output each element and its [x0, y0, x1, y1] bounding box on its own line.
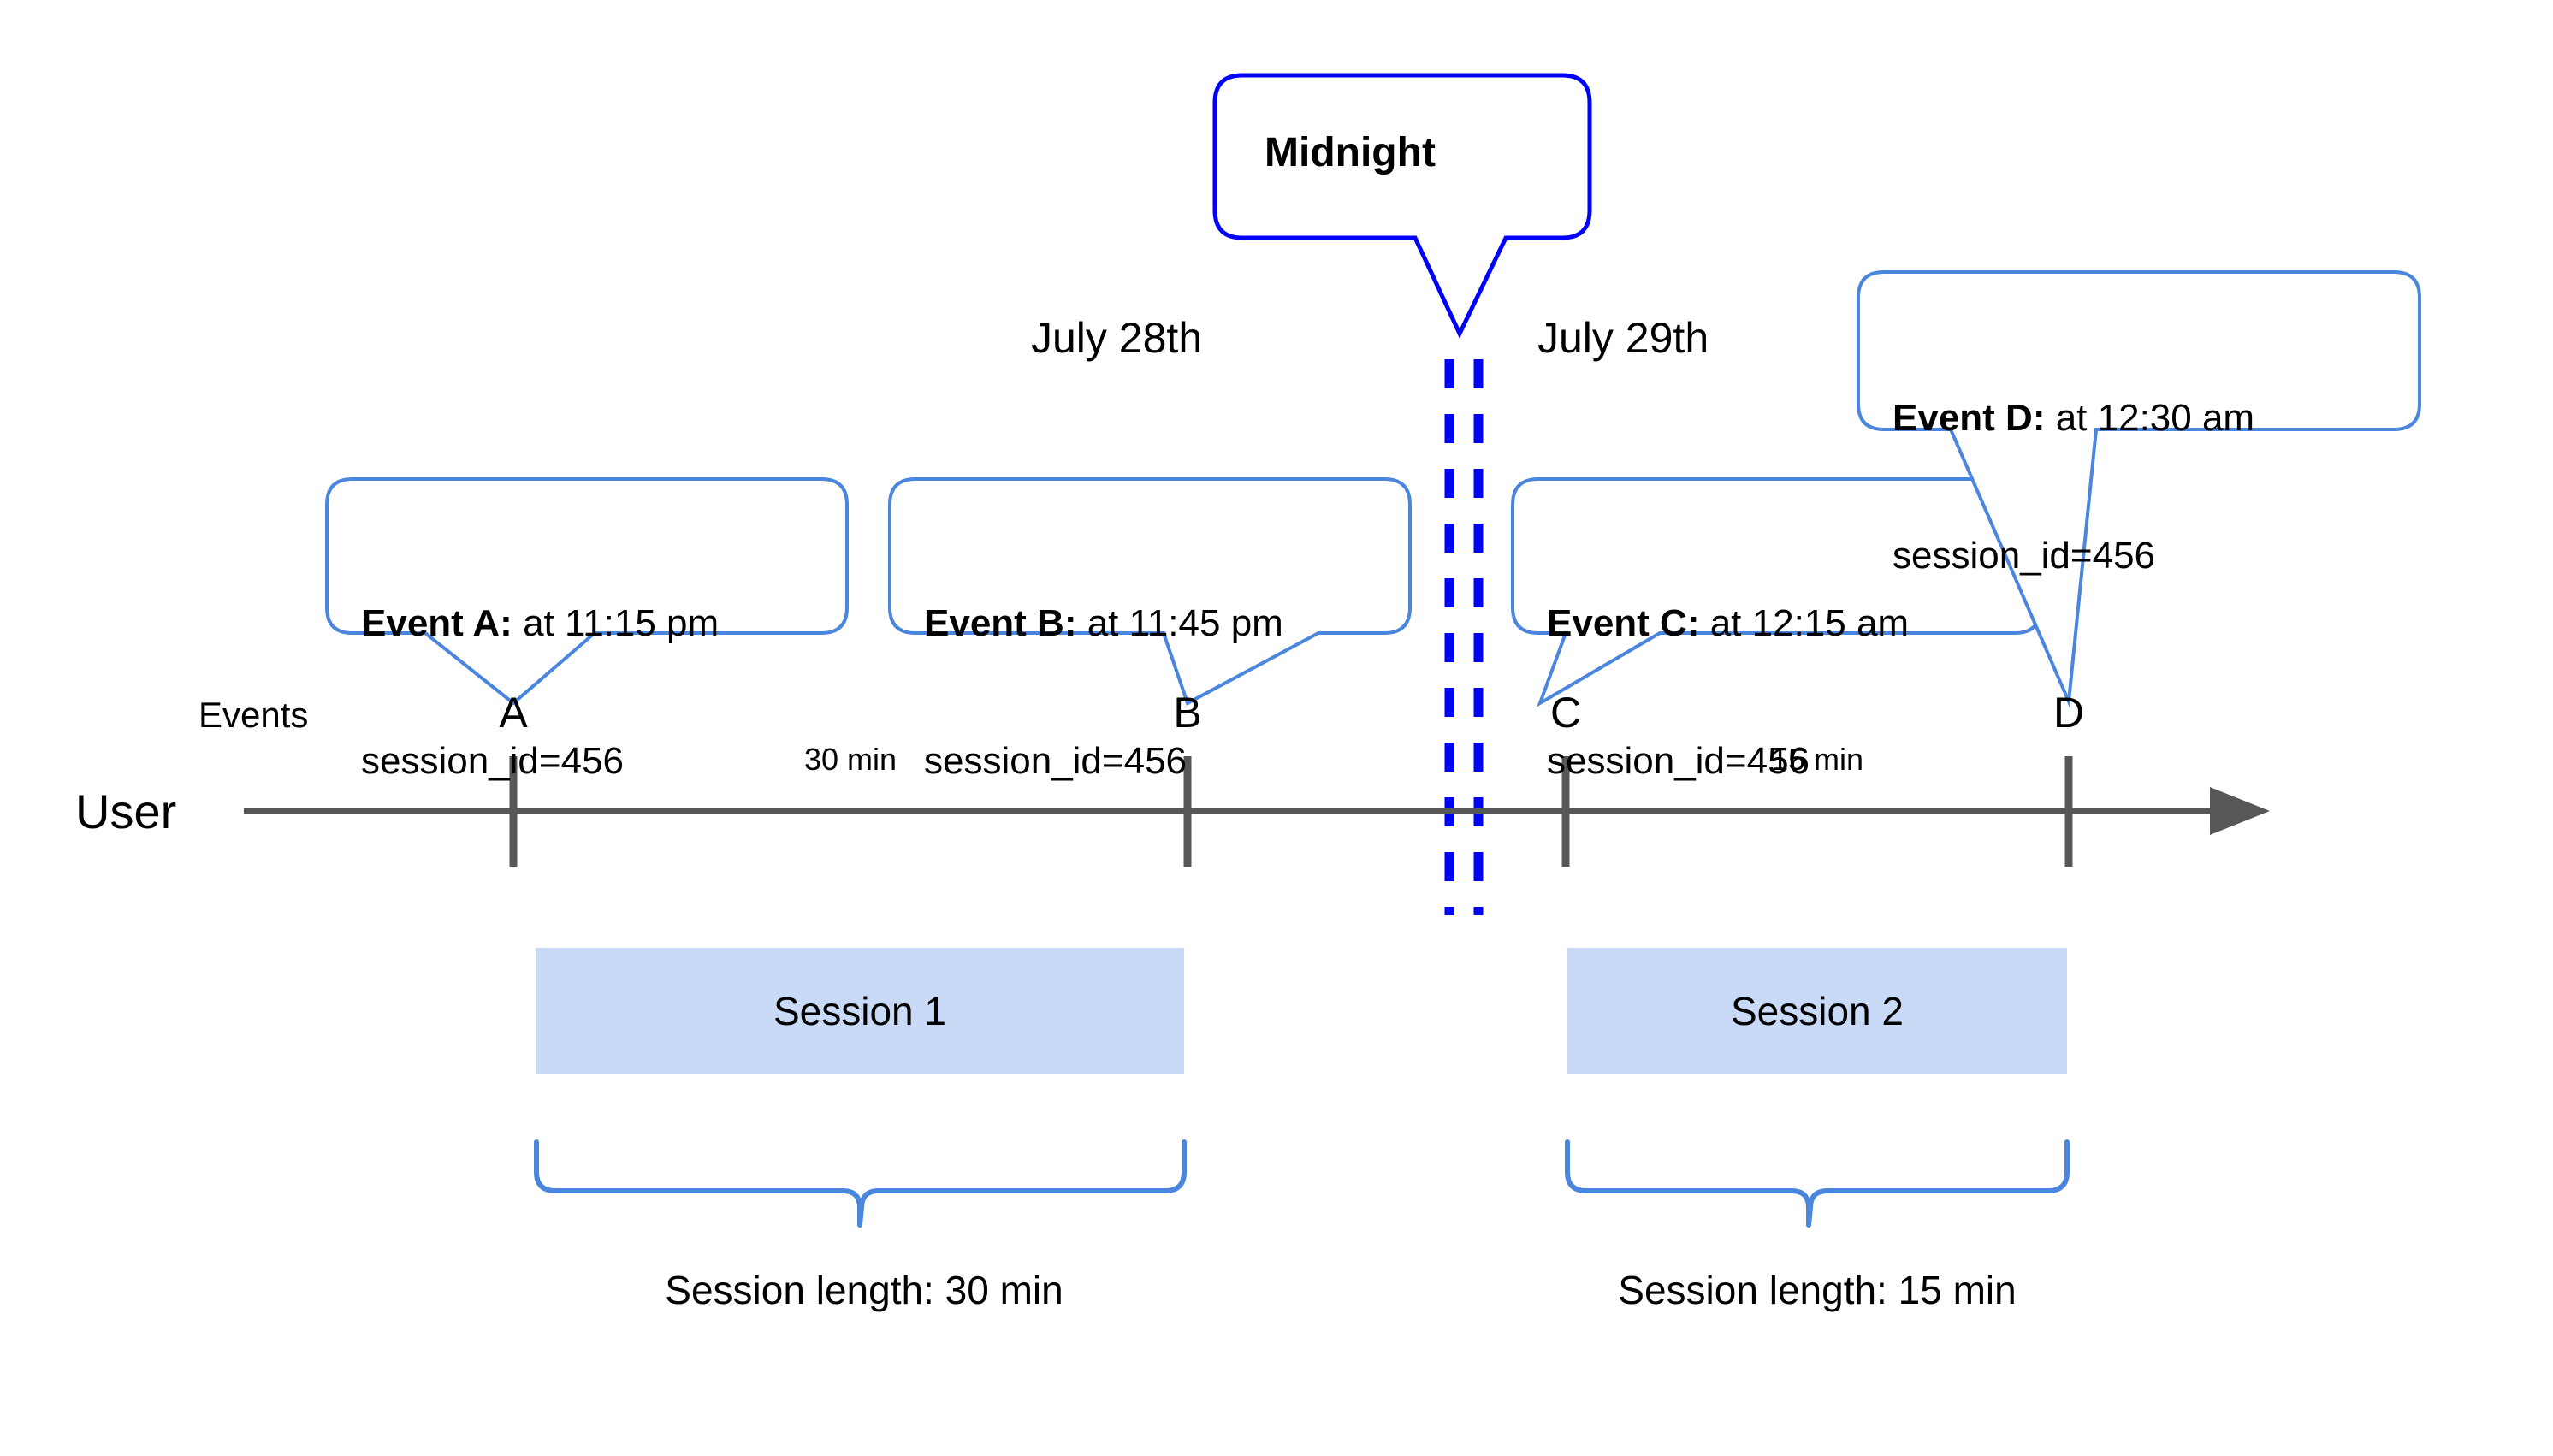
event-a-lead: Event A:: [361, 602, 512, 645]
tick-label-b: B: [1173, 689, 1202, 737]
event-b-lead: Event B:: [924, 602, 1077, 645]
session-1-box: Session 1: [536, 948, 1184, 1074]
session-2-length-label: Session length: 15 min: [1618, 1268, 2017, 1312]
tick-label-a: A: [499, 689, 528, 737]
event-c-lead: Event C:: [1547, 602, 1700, 645]
tick-label-c: C: [1549, 689, 1582, 737]
midnight-callout-shape: [1212, 73, 1592, 339]
day-label-july-29: July 29th: [1537, 314, 1709, 362]
event-c-detail: at 12:15 am: [1699, 602, 1910, 645]
day-label-july-28: July 28th: [1031, 314, 1203, 362]
event-c-callout-text: Event C: at 12:15 am session_id=456: [1547, 509, 1909, 876]
event-d-lead: Event D:: [1893, 397, 2046, 440]
session-1-length-label: Session length: 30 min: [665, 1268, 1063, 1312]
event-c-line-2: session_id=456: [1547, 740, 1810, 783]
gap-label-a-to-b: 30 min: [803, 742, 897, 777]
event-a-line-2: session_id=456: [361, 740, 625, 783]
event-a-callout-text: Event A: at 11:15 pm session_id=456: [361, 509, 719, 876]
event-d-detail: at 12:30 am: [2045, 397, 2255, 440]
session-1-label: Session 1: [773, 989, 946, 1033]
session-2-brace: [1565, 1139, 2070, 1228]
tick-label-d: D: [2052, 689, 2085, 737]
session-2-label: Session 2: [1730, 989, 1904, 1033]
event-d-line-2: session_id=456: [1893, 535, 2156, 577]
gap-label-c-to-d: 15 min: [1770, 742, 1864, 777]
event-b-line-2: session_id=456: [924, 740, 1188, 783]
event-b-detail: at 11:45 pm: [1076, 602, 1283, 645]
event-d-callout-text: Event D: at 12:30 am session_id=456: [1893, 304, 2254, 671]
event-b-callout-text: Event B: at 11:45 pm session_id=456: [924, 509, 1283, 876]
event-a-line-1: Event A: at 11:15 pm: [361, 601, 719, 647]
session-2-box: Session 2: [1567, 948, 2067, 1074]
session-1-brace: [534, 1139, 1187, 1228]
event-d-line-1: Event D: at 12:30 am: [1893, 395, 2254, 441]
event-b-line-1: Event B: at 11:45 pm: [924, 601, 1283, 647]
midnight-label: Midnight: [1265, 130, 1436, 175]
event-c-line-1: Event C: at 12:15 am: [1547, 601, 1909, 647]
event-a-detail: at 11:15 pm: [512, 602, 720, 645]
axis-lane-label-events: Events: [198, 695, 309, 735]
axis-row-label-user: User: [75, 784, 177, 838]
